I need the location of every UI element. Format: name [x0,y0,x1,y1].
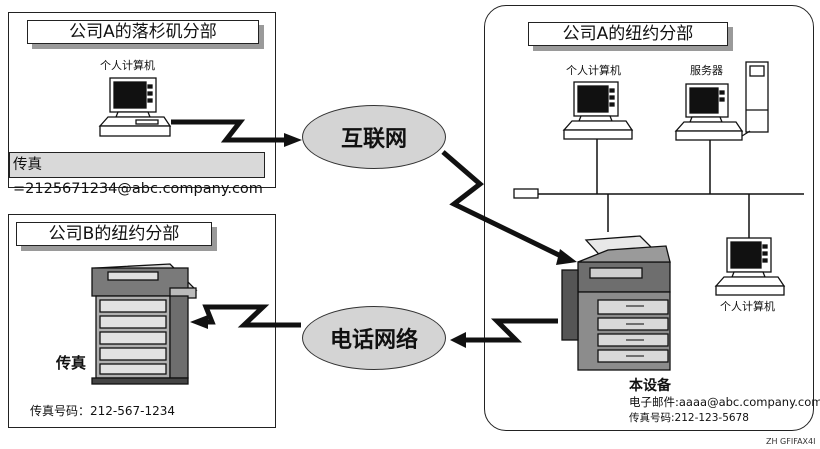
internet-cloud: 互联网 [302,105,446,169]
figure-code: ZH GFIFAX4I [766,437,816,446]
la-fax-address: 传真=2125671234@abc.company.com [9,152,265,197]
device-fax-number: 传真号码:212-123-5678 [629,412,749,424]
device-icon [561,235,671,371]
server-label: 服务器 [690,64,723,77]
ny-pc1-label: 个人计算机 [566,64,621,77]
company-b-fax-number: 传真号码：212-567-1234 [30,404,176,418]
ny-pc1-icon [562,81,634,140]
ny-office-a-title: 公司A的纽约分部 [528,22,728,46]
internet-label: 互联网 [340,127,407,152]
company-b-title: 公司B的纽约分部 [16,222,212,246]
la-to-internet-link [171,119,286,143]
internet-to-device-link [441,150,567,261]
lan-network [518,137,804,238]
la-pc-label: 个人计算机 [100,59,155,72]
server-icon [674,61,769,141]
phone-to-fax-link [202,304,301,328]
device-to-phone-link [463,318,558,343]
ny-pc2-label: 个人计算机 [720,300,775,313]
la-pc-icon [98,77,172,137]
la-office-title: 公司A的落杉矶分部 [27,20,259,44]
phone-network-cloud: 电话网络 [302,306,446,370]
ny-pc2-icon [714,237,786,296]
phone-network-label: 电话网络 [329,328,418,353]
fax-machine-icon [91,263,198,385]
hub-icon [513,188,539,199]
device-label: 本设备 [629,378,671,394]
fax-label: 传真 [56,354,87,372]
device-email: 电子邮件:aaaa@abc.company.com [629,395,820,409]
